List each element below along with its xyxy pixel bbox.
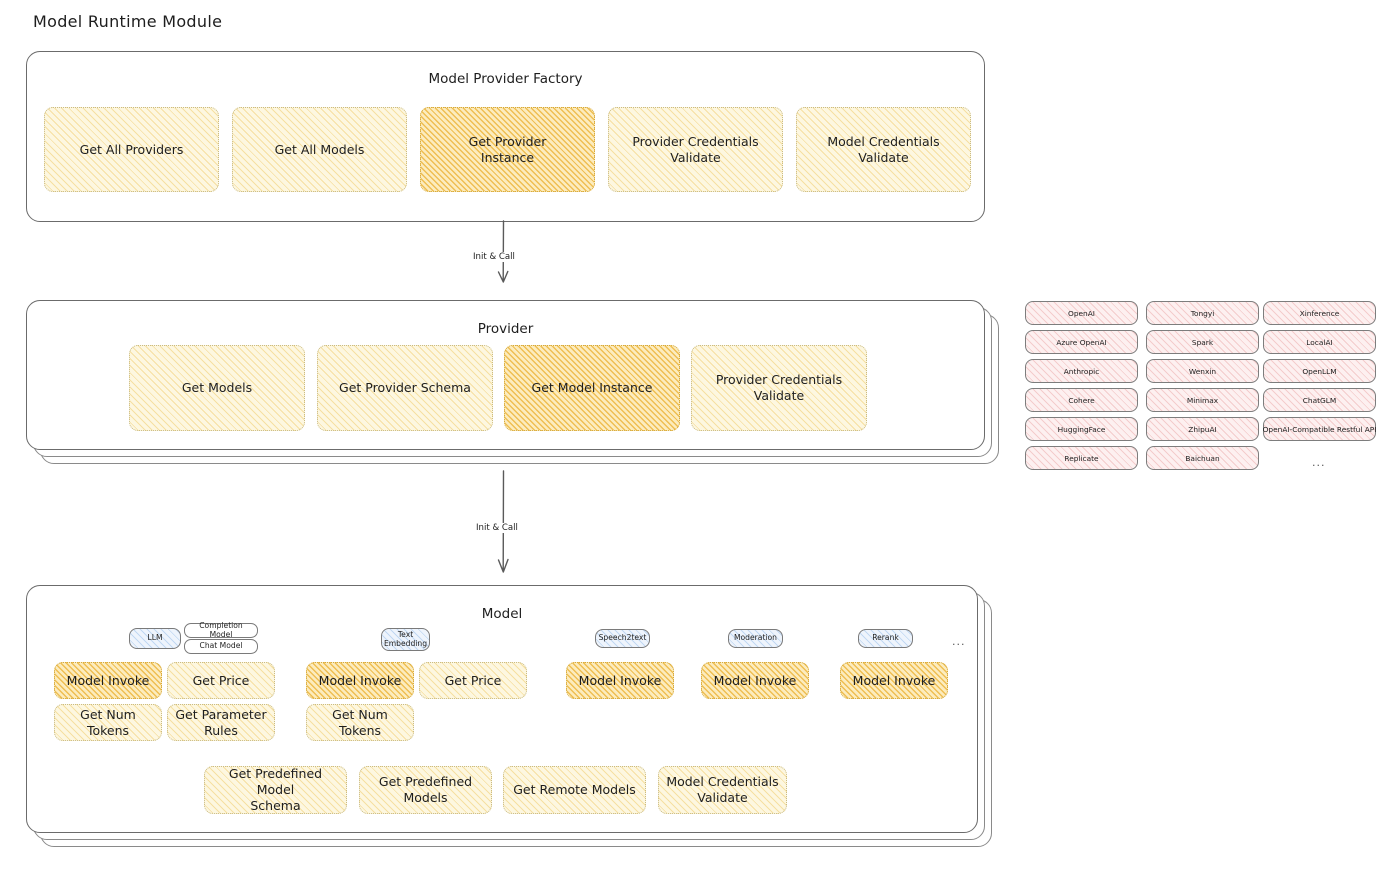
- model-subtype-badge-chat-model[interactable]: Chat Model: [184, 639, 258, 654]
- moderation-method-model-invoke[interactable]: Model Invoke: [701, 662, 809, 699]
- provider-chip-openai-compatible-restful-api[interactable]: OpenAI-Compatible Restful API: [1263, 417, 1376, 441]
- llm-method-get-num-tokens[interactable]: Get Num Tokens: [54, 704, 162, 741]
- model-type-badge-llm[interactable]: LLM: [129, 628, 181, 649]
- model-type-badge-rerank[interactable]: Rerank: [858, 629, 913, 648]
- model-shared-get-predefined-model-schema[interactable]: Get Predefined Model Schema: [204, 766, 347, 814]
- model-shared-get-remote-models[interactable]: Get Remote Models: [503, 766, 646, 814]
- provider-box-get-model-instance[interactable]: Get Model Instance: [504, 345, 680, 431]
- model-provider-factory-title: Model Provider Factory: [428, 71, 583, 87]
- rerank-method-model-invoke[interactable]: Model Invoke: [840, 662, 948, 699]
- model-type-badge-speech2text[interactable]: Speech2text: [595, 629, 650, 648]
- connector-arrow-provider-to-model: [497, 470, 509, 573]
- model-title: Model: [481, 606, 523, 622]
- provider-chip-openllm[interactable]: OpenLLM: [1263, 359, 1376, 383]
- page-title: Model Runtime Module: [33, 12, 223, 31]
- provider-chip-azure-openai[interactable]: Azure OpenAI: [1025, 330, 1138, 354]
- provider-chip-openai[interactable]: OpenAI: [1025, 301, 1138, 325]
- provider-box-provider-credentials-validate[interactable]: Provider Credentials Validate: [691, 345, 867, 431]
- provider-chip-anthropic[interactable]: Anthropic: [1025, 359, 1138, 383]
- factory-box-provider-credentials-validate[interactable]: Provider Credentials Validate: [608, 107, 783, 192]
- provider-chip-localai[interactable]: LocalAI: [1263, 330, 1376, 354]
- model-shared-model-credentials-validate[interactable]: Model Credentials Validate: [658, 766, 787, 814]
- speech2text-method-model-invoke[interactable]: Model Invoke: [566, 662, 674, 699]
- factory-box-get-all-providers[interactable]: Get All Providers: [44, 107, 219, 192]
- llm-method-get-parameter-rules[interactable]: Get Parameter Rules: [167, 704, 275, 741]
- model-shared-get-predefined-models[interactable]: Get Predefined Models: [359, 766, 492, 814]
- llm-method-get-price[interactable]: Get Price: [167, 662, 275, 699]
- provider-chip-replicate[interactable]: Replicate: [1025, 446, 1138, 470]
- provider-chip-spark[interactable]: Spark: [1146, 330, 1259, 354]
- llm-method-model-invoke[interactable]: Model Invoke: [54, 662, 162, 699]
- provider-title: Provider: [477, 321, 534, 337]
- provider-chip-chatglm[interactable]: ChatGLM: [1263, 388, 1376, 412]
- provider-list-more-ellipsis: ...: [1312, 456, 1326, 469]
- connector-arrow-factory-to-provider: [497, 220, 509, 283]
- text-embedding-method-model-invoke[interactable]: Model Invoke: [306, 662, 414, 699]
- provider-chip-huggingface[interactable]: HuggingFace: [1025, 417, 1138, 441]
- provider-box-get-provider-schema[interactable]: Get Provider Schema: [317, 345, 493, 431]
- provider-chip-tongyi[interactable]: Tongyi: [1146, 301, 1259, 325]
- factory-box-get-provider-instance[interactable]: Get Provider Instance: [420, 107, 595, 192]
- factory-box-get-all-models[interactable]: Get All Models: [232, 107, 407, 192]
- connector-label-init-and-call-1: Init & Call: [470, 252, 518, 262]
- provider-chip-minimax[interactable]: Minimax: [1146, 388, 1259, 412]
- model-type-badge-moderation[interactable]: Moderation: [728, 629, 783, 648]
- provider-chip-baichuan[interactable]: Baichuan: [1146, 446, 1259, 470]
- model-type-badge-text-embedding[interactable]: Text Embedding: [381, 628, 430, 651]
- model-subtype-badge-completion-model[interactable]: Completion Model: [184, 621, 258, 638]
- factory-box-model-credentials-validate[interactable]: Model Credentials Validate: [796, 107, 971, 192]
- connector-label-init-and-call-2: Init & Call: [473, 523, 521, 533]
- provider-chip-cohere[interactable]: Cohere: [1025, 388, 1138, 412]
- provider-chip-wenxin[interactable]: Wenxin: [1146, 359, 1259, 383]
- provider-chip-xinference[interactable]: Xinference: [1263, 301, 1376, 325]
- provider-box-get-models[interactable]: Get Models: [129, 345, 305, 431]
- text-embedding-method-get-price[interactable]: Get Price: [419, 662, 527, 699]
- model-types-more-ellipsis: ...: [952, 635, 966, 648]
- provider-chip-zhipuai[interactable]: ZhipuAI: [1146, 417, 1259, 441]
- text-embedding-method-get-num-tokens[interactable]: Get Num Tokens: [306, 704, 414, 741]
